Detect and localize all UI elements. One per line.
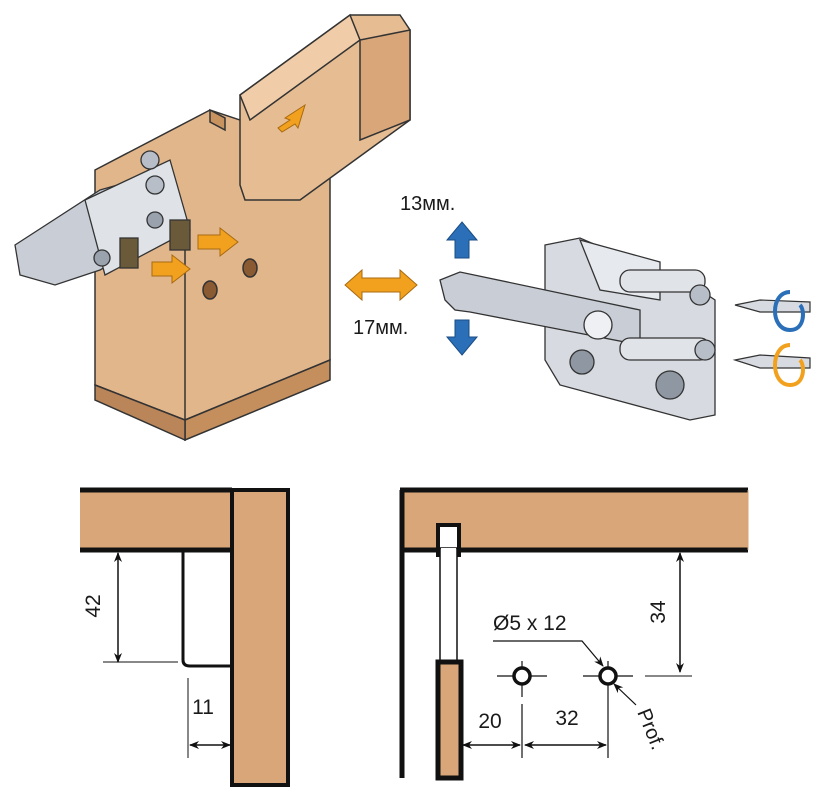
- screw-rotation-icons: [732, 290, 811, 388]
- front-section-drawing: 34 Ø5 x 12 Prof. 20 32: [399, 487, 749, 781]
- vertical-adjust-arrows: [445, 221, 479, 356]
- top-board: [80, 490, 232, 550]
- door-edge-strip: [439, 547, 458, 663]
- hinge-detached: [439, 237, 716, 421]
- depth-label: Prof.: [632, 706, 668, 753]
- hinge-mounted: [14, 150, 191, 286]
- horizontal-adjust-arrow: [344, 268, 418, 302]
- dim-42: 42: [82, 594, 105, 617]
- dim-34: 34: [647, 600, 670, 624]
- door-board: [435, 659, 464, 781]
- direction-arrows-orange: [151, 103, 418, 302]
- hole-spec: Ø5 x 12: [493, 612, 567, 635]
- vertical-adjust-label: 13мм.: [400, 193, 455, 215]
- assembly-illustration: 13мм. 17мм.: [14, 13, 811, 442]
- mounting-plate: [181, 552, 232, 668]
- dim-20: 20: [478, 710, 501, 733]
- drill-hole-2: [583, 661, 633, 758]
- dim-11: 11: [192, 696, 214, 719]
- side-section-drawing: 42 11: [80, 487, 290, 787]
- drill-hole-1: [497, 661, 547, 697]
- dim-32: 32: [555, 707, 578, 730]
- horizontal-adjust-label: 17мм.: [353, 317, 408, 339]
- side-board: [230, 488, 290, 787]
- door-panel: [239, 13, 411, 201]
